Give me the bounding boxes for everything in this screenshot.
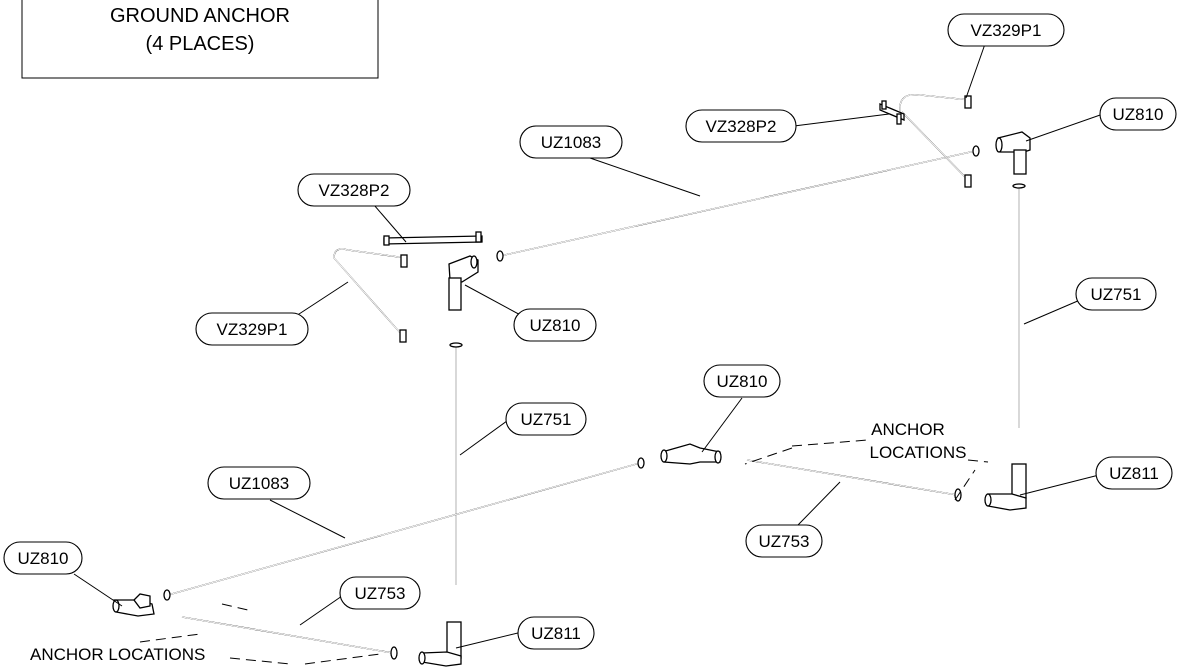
- callout-label: UZ810: [17, 549, 68, 568]
- callout-label: UZ810: [529, 316, 580, 335]
- callout-uz751-right: UZ751: [1075, 277, 1157, 311]
- anchor-zone-right: [744, 439, 989, 501]
- callout-label: UZ1083: [229, 474, 289, 493]
- fitting-uz810-top-right: [995, 131, 1031, 175]
- callout-uz810-mid: UZ810: [513, 308, 597, 342]
- callout-label: UZ753: [758, 532, 809, 551]
- callout-uz753-bottom: UZ753: [339, 576, 421, 610]
- anchor-zone-left: [139, 603, 381, 665]
- callout-uz811-right: UZ811: [1095, 456, 1173, 490]
- pipe-uz751-center: [449, 342, 463, 585]
- bracket-vz329p1-left: [333, 248, 408, 343]
- pipe-uz753-bottom: [181, 616, 398, 660]
- ground-anchor-title-box: GROUND ANCHOR (4 PLACES): [21, 0, 379, 79]
- anchor-locations-note-left: ANCHOR LOCATIONS: [30, 645, 205, 664]
- callout-label: UZ810: [1112, 105, 1163, 124]
- bracket-vz328p2-left: [383, 231, 483, 246]
- fitting-uz811-right: [984, 463, 1027, 511]
- callout-label: VZ329P1: [971, 21, 1042, 40]
- callout-label: VZ329P1: [217, 320, 288, 339]
- fitting-uz810-center: [660, 443, 722, 465]
- fitting-uz811-bottom: [418, 621, 462, 667]
- callout-uz811-bottom: UZ811: [517, 616, 595, 650]
- title-line-1: GROUND ANCHOR: [110, 5, 290, 27]
- callout-label: UZ810: [716, 372, 767, 391]
- callout-vz328p2-top: VZ328P2: [685, 109, 797, 143]
- callout-label: VZ328P2: [319, 181, 390, 200]
- callout-uz751-center: UZ751: [505, 402, 587, 436]
- callout-label: UZ751: [520, 410, 571, 429]
- callout-uz810-center: UZ810: [703, 364, 781, 398]
- pipe-uz753-right: [746, 459, 962, 502]
- bracket-vz328p2-top: [879, 100, 905, 125]
- fitting-uz810-bottom-left: [112, 593, 155, 617]
- bracket-vz329p1-top: [899, 93, 972, 188]
- callout-uz810-top-right: UZ810: [1099, 97, 1177, 131]
- pipe-uz751-right: [1012, 183, 1026, 428]
- pipe-uz1083-bottom: [163, 457, 645, 601]
- callout-vz329p1-top: VZ329P1: [947, 13, 1065, 47]
- callout-label: VZ328P2: [706, 117, 777, 136]
- anchor-locations-note-right-2: LOCATIONS: [870, 443, 967, 462]
- callout-vz328p2-left: VZ328P2: [297, 173, 411, 207]
- fitting-uz810-mid: [448, 255, 479, 311]
- callout-label: UZ751: [1090, 285, 1141, 304]
- callout-uz810-bottom-left: UZ810: [3, 541, 83, 575]
- title-line-2: (4 PLACES): [146, 33, 255, 55]
- callout-uz1083-bottom: UZ1083: [207, 466, 311, 500]
- callout-label: UZ811: [531, 624, 581, 643]
- callout-uz753-right: UZ753: [745, 524, 823, 558]
- anchor-locations-note-right-1: ANCHOR: [871, 420, 945, 439]
- callout-label: UZ753: [354, 584, 405, 603]
- callout-label: UZ811: [1109, 464, 1159, 483]
- callout-label: UZ1083: [541, 133, 601, 152]
- callout-uz1083-top: UZ1083: [519, 125, 623, 159]
- pipe-uz1083-top: [496, 145, 980, 262]
- callout-vz329p1-left: VZ329P1: [195, 312, 309, 346]
